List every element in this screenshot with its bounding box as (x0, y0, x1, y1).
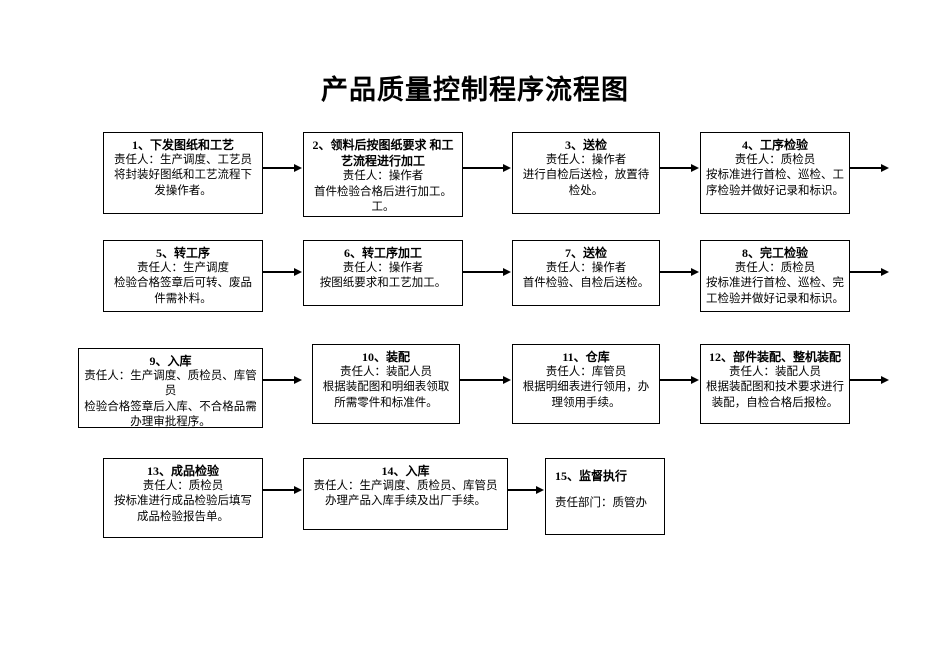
flow-node-10-title: 10、装配 (361, 350, 410, 364)
flow-node-15[interactable]: 15、监督执行 责任部门：质管办 (545, 458, 665, 535)
connector-14-15 (508, 489, 537, 491)
connector-10-11-arrow-icon (503, 375, 511, 384)
flow-node-2-body: 责任人：操作者 首件检验合格后进行加工。工。 (314, 170, 452, 213)
flow-node-10[interactable]: 10、装配 责任人：装配人员 根据装配图和明细表领取所需零件和标准件。 (312, 344, 460, 424)
connector-7-8 (660, 271, 692, 273)
connector-12-out (850, 379, 882, 381)
connector-1-2-arrow-icon (294, 163, 302, 172)
connector-4-out (850, 167, 882, 169)
flow-node-8-body: 责任人：质检员 按标准进行首检、巡检、完工检验并做好记录和标识。 (706, 262, 844, 305)
flow-node-12[interactable]: 12、部件装配、整机装配 责任人：装配人员 根据装配图和技术要求进行装配，自检合… (700, 344, 850, 424)
flow-node-13-title: 13、成品检验 (146, 464, 219, 478)
connector-5-6 (263, 271, 295, 273)
connector-4-out-arrow-icon (881, 163, 889, 172)
flow-node-8-title: 8、完工检验 (741, 246, 808, 260)
flow-node-1[interactable]: 1、下发图纸和工艺 责任人：生产调度、工艺员 将封装好图纸和工艺流程下发操作者。 (103, 132, 263, 214)
flow-node-4-body: 责任人：质检员 按标准进行首检、巡检、工序检验并做好记录和标识。 (706, 154, 844, 197)
flow-node-2-title: 2、领料后按图纸要求 和工艺流程进行加工 (312, 138, 454, 169)
connector-13-14 (263, 489, 295, 491)
flow-node-13-body: 责任人：质检员 按标准进行成品检验后填写成品检验报告单。 (114, 480, 252, 523)
connector-3-4-arrow-icon (691, 163, 699, 172)
flow-node-12-title: 12、部件装配、整机装配 (708, 350, 841, 364)
flow-node-5-body: 责任人：生产调度 检验合格签章后可转、废品件需补料。 (114, 262, 252, 305)
flow-node-3-title: 3、送检 (564, 138, 607, 152)
connector-11-12-arrow-icon (691, 375, 699, 384)
connector-9-10 (263, 379, 295, 381)
connector-1-2 (263, 167, 295, 169)
flow-node-5-title: 5、转工序 (155, 246, 210, 260)
flow-node-10-body: 责任人：装配人员 根据装配图和明细表领取所需零件和标准件。 (322, 366, 450, 409)
connector-12-out-arrow-icon (881, 375, 889, 384)
connector-8-out (850, 271, 882, 273)
flow-node-12-body: 责任人：装配人员 根据装配图和技术要求进行装配，自检合格后报检。 (706, 366, 844, 409)
flow-node-3[interactable]: 3、送检 责任人：操作者 进行自检后送检，放置待检处。 (512, 132, 660, 214)
flow-node-11[interactable]: 11、仓库 责任人：库管员 根据明细表进行领用，办理领用手续。 (512, 344, 660, 424)
flow-node-6-title: 6、转工序加工 (343, 246, 422, 260)
flow-node-9[interactable]: 9、入库 责任人：生产调度、质检员、库管员 检验合格签章后入库、不合格品需办理审… (78, 348, 263, 428)
flow-node-13[interactable]: 13、成品检验 责任人：质检员 按标准进行成品检验后填写成品检验报告单。 (103, 458, 263, 538)
connector-5-6-arrow-icon (294, 267, 302, 276)
flow-node-1-body: 责任人：生产调度、工艺员 将封装好图纸和工艺流程下发操作者。 (114, 154, 252, 197)
flow-node-14[interactable]: 14、入库 责任人：生产调度、质检员、库管员 办理产品入库手续及出厂手续。 (303, 458, 508, 530)
connector-8-out-arrow-icon (881, 267, 889, 276)
flow-node-2[interactable]: 2、领料后按图纸要求 和工艺流程进行加工 责任人：操作者 首件检验合格后进行加工… (303, 132, 463, 217)
flow-node-6-body: 责任人：操作者 按图纸要求和工艺加工。 (319, 262, 447, 290)
flow-node-8[interactable]: 8、完工检验 责任人：质检员 按标准进行首检、巡检、完工检验并做好记录和标识。 (700, 240, 850, 312)
connector-3-4 (660, 167, 692, 169)
flow-node-15-title: 15、监督执行 (555, 469, 628, 483)
page-title: 产品质量控制程序流程图 (321, 75, 629, 105)
flow-node-6[interactable]: 6、转工序加工 责任人：操作者 按图纸要求和工艺加工。 (303, 240, 463, 306)
connector-7-8-arrow-icon (691, 267, 699, 276)
flow-node-3-body: 责任人：操作者 进行自检后送检，放置待检处。 (522, 154, 650, 197)
flow-node-11-body: 责任人：库管员 根据明细表进行领用，办理领用手续。 (522, 366, 650, 409)
connector-11-12 (660, 379, 692, 381)
flow-node-14-title: 14、入库 (381, 464, 430, 478)
flow-node-15-body: 责任部门：质管办 (555, 497, 647, 510)
flow-node-7-body: 责任人：操作者 首件检验、自检后送检。 (522, 262, 650, 290)
flow-node-4-title: 4、工序检验 (741, 138, 808, 152)
connector-10-11 (460, 379, 504, 381)
flow-node-9-title: 9、入库 (149, 354, 192, 368)
flow-node-4[interactable]: 4、工序检验 责任人：质检员 按标准进行首检、巡检、工序检验并做好记录和标识。 (700, 132, 850, 214)
flow-node-5[interactable]: 5、转工序 责任人：生产调度 检验合格签章后可转、废品件需补料。 (103, 240, 263, 312)
connector-6-7-arrow-icon (503, 267, 511, 276)
flow-node-9-body: 责任人：生产调度、质检员、库管员 检验合格签章后入库、不合格品需办理审批程序。 (84, 370, 257, 428)
flow-node-14-body: 责任人：生产调度、质检员、库管员 办理产品入库手续及出厂手续。 (313, 480, 498, 508)
connector-9-10-arrow-icon (294, 375, 302, 384)
connector-13-14-arrow-icon (294, 485, 302, 494)
connector-2-3-arrow-icon (503, 163, 511, 172)
connector-2-3 (463, 167, 504, 169)
flow-node-1-title: 1、下发图纸和工艺 (131, 138, 234, 152)
connector-6-7 (463, 271, 504, 273)
connector-14-15-arrow-icon (536, 485, 544, 494)
flow-node-11-title: 11、仓库 (562, 350, 610, 364)
flow-node-7[interactable]: 7、送检 责任人：操作者 首件检验、自检后送检。 (512, 240, 660, 306)
flow-node-7-title: 7、送检 (564, 246, 607, 260)
